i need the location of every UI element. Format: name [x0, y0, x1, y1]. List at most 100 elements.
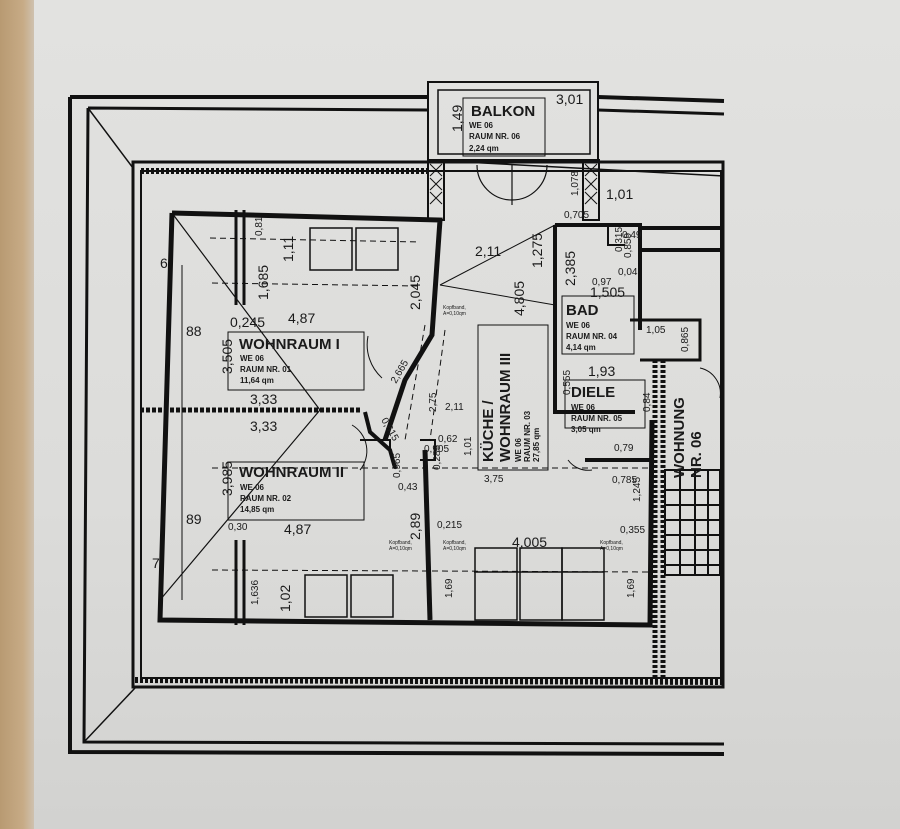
room-labels: BALKON WE 06 RAUM NR. 06 2,24 qm WOHNRAU…	[239, 103, 705, 514]
dim-2-11-upper: 2,11	[475, 243, 501, 259]
bad-area: 4,14 qm	[566, 343, 596, 352]
wohn1-nr: RAUM NR. 01	[240, 365, 292, 374]
kueche-we: WE 06	[514, 437, 523, 462]
wohn1-title: WOHNRAUM I	[239, 336, 340, 353]
wohn2-area: 14,85 qm	[240, 505, 274, 514]
note-abstand-4: A=0,10qm	[600, 546, 623, 552]
balkon-we: WE 06	[469, 121, 494, 130]
dim-3-505: 3,505	[219, 339, 235, 374]
dim-3-985: 3,985	[219, 461, 235, 496]
dim-0-04: 0,04	[618, 267, 638, 278]
dim-1-69-left: 1,69	[444, 578, 455, 598]
dim-0-905: 0,905	[424, 444, 449, 455]
dim-1-636: 1,636	[250, 580, 261, 605]
dim-2-11-lower: 2,11	[445, 402, 464, 413]
dim-1-11: 1,11	[280, 236, 296, 262]
dim-0-43: 0,43	[398, 482, 418, 493]
bad-we: WE 06	[566, 321, 591, 330]
balkon-area: 2,24 qm	[469, 144, 499, 153]
room-label-boxes	[227, 295, 646, 521]
dim-1-69-right: 1,69	[626, 578, 637, 598]
note-kopfband-3: Kopfband,	[443, 540, 466, 546]
dim-0-965: 0,965	[392, 453, 403, 478]
diele-title: DIELE	[571, 384, 615, 401]
diele-we: WE 06	[571, 403, 596, 412]
bad-nr: RAUM NR. 04	[566, 332, 618, 341]
roof-outline	[68, 95, 725, 756]
note-kopfband-2: Kopfband,	[389, 540, 412, 546]
dim-1-02: 1,02	[277, 585, 293, 612]
wohnung-label: WOHNUNG NR. 06	[671, 397, 705, 478]
dim-0-555: 0,555	[562, 370, 573, 395]
dim-1-93: 1,93	[588, 363, 615, 379]
dim-0-81: 0,81	[254, 216, 265, 236]
dim-4-87-lower: 4,87	[284, 521, 311, 537]
dim-0-785: 0,785	[612, 475, 637, 486]
dim-0-355: 0,355	[620, 525, 645, 536]
kueche-title-1: KÜCHE /	[480, 399, 497, 462]
dim-88: 88	[186, 323, 202, 339]
dim-0-865: 0,865	[680, 327, 691, 352]
dim-0-79: 0,79	[614, 443, 634, 454]
interior-walls	[140, 210, 724, 680]
balkon-area	[427, 81, 600, 221]
wohnung-nr: NR. 06	[688, 431, 705, 478]
dim-0-84: 0,84	[642, 392, 653, 412]
balkon-nr: RAUM NR. 06	[469, 132, 521, 141]
dim-1-685: 1,685	[255, 265, 271, 300]
dim-0-705: 0,705	[564, 210, 589, 221]
wohn1-area: 11,64 qm	[240, 376, 274, 385]
dim-0-315: 0,315	[614, 227, 625, 252]
dim-4-87-upper: 4,87	[288, 310, 315, 326]
dim-0-30: 0,30	[228, 522, 248, 533]
dim-1-49: 1,49	[449, 105, 465, 132]
dim-0-62: 0,62	[438, 434, 458, 445]
dim-0-97: 0,97	[592, 277, 612, 288]
dim-0-285: 0,285	[432, 445, 443, 470]
dim-4-805: 4,805	[511, 281, 527, 316]
balkon-title: BALKON	[471, 103, 535, 120]
dim-3-75: 3,75	[484, 474, 504, 485]
wohn2-title: WOHNRAUM II	[239, 464, 344, 481]
dim-0-859: 0,859	[623, 233, 634, 258]
dim-3-33-upper: 3,33	[250, 391, 277, 407]
dim-1-505: 1,505	[590, 284, 625, 300]
paper-sheet	[34, 0, 900, 829]
dim-89: 89	[186, 511, 202, 527]
dim-0-215: 0,215	[437, 520, 462, 531]
wohn1-we: WE 06	[240, 354, 265, 363]
kopfband-notes: Kopfband, A=0,10qm Kopfband, A=0,10qm Ko…	[389, 305, 623, 552]
staircase	[664, 469, 721, 576]
dim-6: 6	[160, 255, 168, 271]
note-kopfband-4: Kopfband,	[600, 540, 623, 546]
dim-0-245: 0,245	[230, 314, 265, 330]
wohn2-nr: RAUM NR. 02	[240, 494, 292, 503]
bad-title: BAD	[566, 302, 599, 319]
diele-area: 3,05 qm	[571, 425, 601, 434]
dim-4-005: 4,005	[512, 534, 547, 550]
dim-0-49: 0,49	[622, 230, 642, 241]
kueche-label: KÜCHE / WOHNRAUM III WE 06 RAUM NR. 03 2…	[480, 353, 541, 462]
dim-2-385: 2,385	[562, 251, 578, 286]
door-swings	[181, 224, 721, 600]
kueche-title-2: WOHNRAUM III	[497, 353, 514, 462]
dim-2-045: 2,045	[407, 275, 423, 310]
roof-windows	[304, 227, 605, 621]
kueche-area: 27,85 qm	[532, 428, 541, 462]
wohnung-title: WOHNUNG	[671, 397, 688, 478]
note-abstand-3: A=0,10qm	[443, 546, 466, 552]
dim-3-33-lower: 3,33	[250, 418, 277, 434]
wohn2-we: WE 06	[240, 483, 265, 492]
note-abstand-2: A=0,10qm	[389, 546, 412, 552]
dim-1-05: 1,05	[646, 325, 666, 336]
dim-2-89: 2,89	[407, 513, 423, 540]
diele-nr: RAUM NR. 05	[571, 414, 623, 423]
note-kopfband-1: Kopfband,	[443, 305, 466, 311]
dim-1-245: 1,245	[632, 477, 643, 502]
dim-3-01: 3,01	[556, 91, 583, 107]
dim-2-75: 2,75	[428, 392, 439, 412]
dim-1-275: 1,275	[529, 233, 545, 268]
dim-7: 7	[152, 555, 160, 571]
